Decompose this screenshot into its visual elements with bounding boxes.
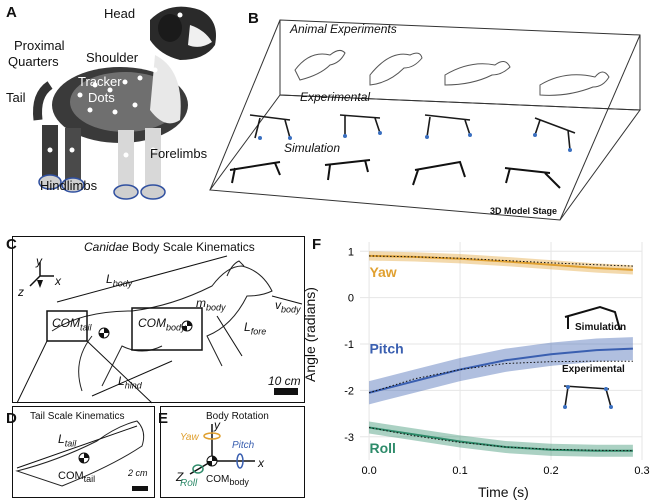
- label-dots: Dots: [88, 90, 115, 105]
- chart-ylabel: Angle (radians): [302, 287, 318, 382]
- pitch-line: [368, 347, 633, 394]
- l-fore-label: Lfore: [244, 320, 267, 337]
- m-body-label: mbody: [196, 296, 226, 313]
- panel-f-letter: F: [312, 236, 322, 253]
- inset-simulation-skeleton: [564, 305, 621, 331]
- e-roll-label: Roll: [180, 478, 198, 489]
- axis-x-label: x: [55, 274, 61, 288]
- l-hind-label: Lhind: [118, 374, 142, 391]
- panel-d-frame: [12, 406, 155, 498]
- yaw-series-label: Yaw: [369, 264, 396, 280]
- e-com-label: COMbody: [206, 474, 249, 487]
- panel-d-letter: D: [6, 410, 17, 427]
- x-tick-label: 0.2: [543, 465, 558, 477]
- panel-c-title: Canidae Body Scale Kinematics: [84, 240, 255, 254]
- com-tail-label: COMtail: [52, 316, 92, 333]
- com-tail-d-label: COMtail: [58, 470, 96, 485]
- label-3d-model-stage: 3D Model Stage: [490, 206, 558, 216]
- y-tick-label: -3: [344, 432, 354, 444]
- x-tick-label: 0.1: [452, 465, 467, 477]
- x-tick-label: 0.3: [634, 465, 649, 477]
- label-hindlimbs: Hindlimbs: [40, 178, 98, 193]
- inset-experimental-label: Experimental: [562, 364, 625, 375]
- inset-experimental-skeleton: [563, 385, 613, 409]
- label-proximal: Proximal: [14, 38, 65, 53]
- panel-c-frame: [12, 236, 305, 403]
- label-tail: Tail: [6, 90, 26, 105]
- inset-simulation-label: Simulation: [575, 322, 627, 333]
- yaw-line: [369, 254, 633, 271]
- label-forelimbs: Forelimbs: [150, 146, 208, 161]
- panel-b-3d-stage: [209, 19, 641, 221]
- chart-xlabel: Time (s): [478, 484, 529, 500]
- panel-e-rotation-axes: [189, 424, 255, 475]
- e-pitch-label: Pitch: [232, 440, 255, 451]
- panel-e-title: Body Rotation: [206, 411, 269, 422]
- label-experimental: Experimental: [300, 90, 371, 104]
- l-tail-label: Ltail: [58, 432, 77, 449]
- axis-z-label: z: [18, 285, 24, 299]
- panel-c-dog-drawing: [16, 255, 303, 404]
- com-body-label: COMbody: [138, 316, 186, 333]
- panel-d-tail-drawing: [15, 420, 148, 491]
- roll-band: [369, 421, 633, 457]
- panel-b-letter: B: [248, 10, 259, 27]
- label-head: Head: [104, 6, 136, 21]
- panel-e-frame: [160, 406, 305, 498]
- x-tick-label: 0.0: [361, 465, 376, 477]
- panel-a-letter: A: [6, 4, 17, 21]
- e-yaw-label: Yaw: [180, 432, 199, 443]
- label-simulation: Simulation: [284, 141, 341, 155]
- label-shoulder: Shoulder: [86, 50, 139, 65]
- roll-simulation-line: [369, 427, 633, 452]
- label-tracker: Tracker: [78, 74, 122, 89]
- roll-series-label: Roll: [369, 440, 395, 456]
- panel-c-letter: C: [6, 236, 17, 253]
- dog-photo-illustration: [33, 6, 216, 200]
- scale-2cm-label: 2 cm: [128, 468, 148, 478]
- e-x-label: x: [258, 456, 264, 470]
- label-animal-experiments: Animal Experiments: [290, 22, 397, 36]
- panel-e-letter: E: [158, 410, 169, 427]
- yaw-simulation-line: [369, 255, 633, 267]
- label-quarters: Quarters: [8, 54, 59, 69]
- y-tick-label: 1: [348, 246, 354, 258]
- panel-d-title: Tail Scale Kinematics: [30, 411, 125, 422]
- y-tick-label: -1: [344, 339, 354, 351]
- y-tick-label: 0: [348, 293, 354, 305]
- y-tick-label: -2: [344, 385, 354, 397]
- pitch-series-label: Pitch: [369, 340, 403, 356]
- scale-10cm-label: 10 cm: [268, 374, 301, 388]
- axis-y-label: y: [36, 254, 42, 268]
- l-body-label: Lbody: [106, 272, 133, 289]
- e-y-label: y: [214, 418, 220, 432]
- e-z-label: Z: [176, 470, 184, 484]
- v-body-label: vbody: [275, 298, 301, 315]
